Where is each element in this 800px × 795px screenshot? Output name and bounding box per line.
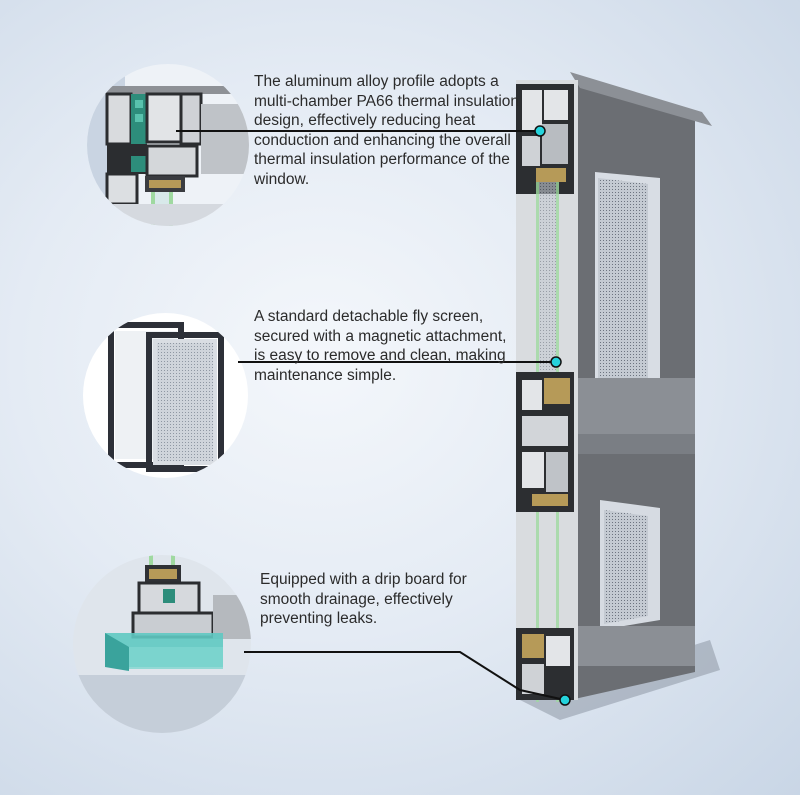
feature-caption-drip-board: Equipped with a drip board for smooth dr… <box>260 571 467 627</box>
profile-cross-section-icon <box>87 64 249 226</box>
fly-screen-frame-icon <box>83 313 248 478</box>
drip-board-detail-circle <box>73 555 251 733</box>
thermal-profile-detail-circle <box>87 64 249 226</box>
fly-screen-detail-circle <box>83 313 248 478</box>
drip-board-icon <box>73 555 251 733</box>
feature-caption-fly-screen: A standard detachable fly screen, secure… <box>254 308 507 384</box>
window-cross-section-illustration <box>516 72 720 720</box>
feature-caption-thermal-insulation: The aluminum alloy profile adopts a mult… <box>254 73 520 188</box>
